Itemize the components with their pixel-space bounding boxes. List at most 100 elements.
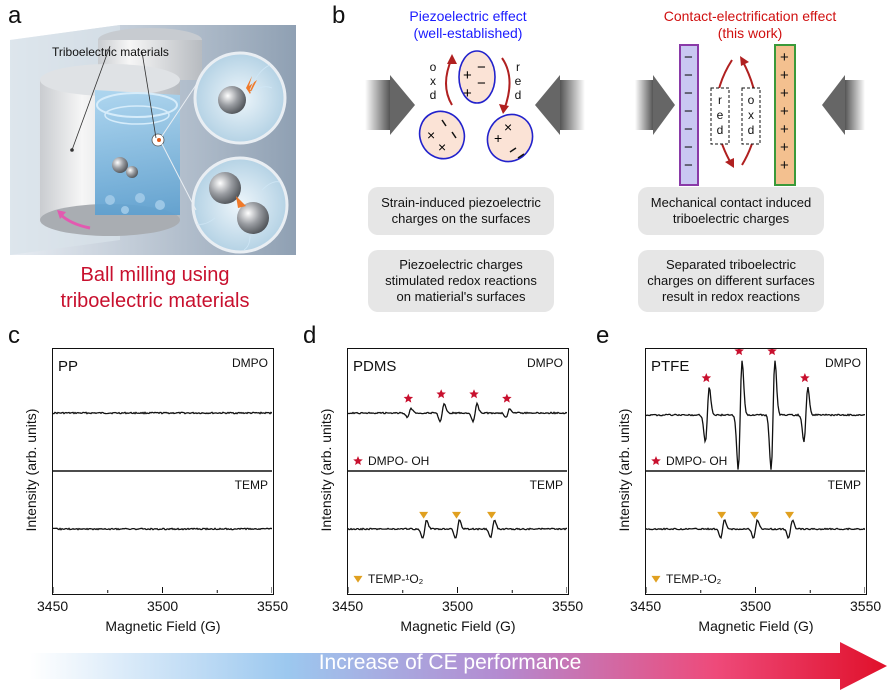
contact-title-line1: Contact-electrification effect: [663, 8, 837, 24]
svg-text:−: −: [684, 85, 693, 102]
panel-a-caption: Ball milling using triboelectric materia…: [20, 262, 290, 314]
svg-text:+: +: [780, 67, 789, 84]
panel-a-caption-line2: triboelectric materials: [60, 290, 250, 312]
piezo-title-line2: (well-established): [413, 25, 523, 41]
dmpo-oh-peak-marker: [767, 349, 777, 356]
svg-text:−: −: [684, 103, 693, 120]
xtick-e-3500: 3500: [740, 598, 772, 614]
dmpo-label-c: DMPO: [232, 356, 268, 370]
panel-letter-b: b: [332, 2, 346, 29]
dmpo-series-line: [53, 411, 272, 415]
svg-text:×: ×: [427, 127, 435, 143]
contact-box-1-line1: Mechanical contact induced: [650, 195, 812, 210]
temp-series-line: [646, 518, 865, 540]
contact-box-2-line3: result in redox reactions: [661, 289, 800, 304]
temp-o2-peak-marker: [717, 511, 727, 519]
dmpo-oh-peak-marker: [800, 373, 810, 383]
piezo-title: Piezoelectric effect (well-established): [388, 8, 548, 42]
svg-text:×: ×: [504, 119, 512, 135]
temp-label-e: TEMP: [828, 478, 861, 492]
dmpo-label-d: DMPO: [527, 356, 563, 370]
xtick-e-3550: 3550: [850, 598, 882, 614]
legend-dmpo-oh: DMPO- OH: [368, 454, 429, 468]
panel-letter-a: a: [8, 2, 22, 29]
ce-performance-arrow: [30, 642, 887, 690]
legend-triangle-icon: [353, 575, 363, 583]
svg-text:−: −: [684, 49, 693, 66]
svg-text:+: +: [780, 121, 789, 138]
svg-text:+: +: [780, 103, 789, 120]
dmpo-oh-peak-marker: [436, 389, 446, 399]
ylabel-c: Intensity (arb. units): [23, 408, 39, 532]
epr-plot-pdms: PDMS DMPO TEMP DMPO- OH TEMP-¹O₂: [347, 348, 569, 595]
xtick-c-3450: 3450: [37, 598, 69, 614]
epr-plot-pp: PP DMPO TEMP: [52, 348, 274, 595]
triboelectric-materials-callout: Triboelectric materials: [52, 45, 169, 59]
panel-letter-e: e: [596, 322, 610, 349]
dmpo-oh-peak-marker: [403, 393, 414, 403]
temp-o2-peak-marker: [487, 511, 497, 519]
piezo-title-line1: Piezoelectric effect: [409, 8, 527, 24]
xtick-c-3500: 3500: [147, 598, 179, 614]
contact-title-line2: (this work): [717, 25, 783, 41]
svg-text:+: +: [780, 139, 789, 156]
svg-text:−: −: [684, 139, 693, 156]
contact-box-1-line2: triboelectric charges: [672, 211, 790, 226]
xtick-d-3450: 3450: [332, 598, 364, 614]
xlabel-c: Magnetic Field (G): [105, 618, 221, 634]
legend-temp-o2: TEMP-¹O₂: [368, 572, 424, 586]
temp-series-line: [53, 527, 272, 531]
xlabel-e: Magnetic Field (G): [698, 618, 814, 634]
temp-o2-peak-marker: [452, 511, 461, 519]
temp-o2-peak-marker: [750, 511, 759, 519]
sample-label-d: PDMS: [353, 358, 396, 375]
dmpo-oh-peak-marker: [701, 373, 712, 383]
piezo-box-1-line2: charges on the surfaces: [391, 211, 531, 226]
dmpo-oh-peak-marker: [734, 349, 744, 356]
legend-star-icon: [651, 456, 661, 465]
piezo-box-2-line1: Piezoelectric charges: [399, 257, 523, 272]
svg-text:+: +: [463, 85, 472, 102]
dmpo-oh-peak-marker: [502, 393, 512, 403]
svg-text:−: −: [477, 59, 486, 76]
temp-series-line: [348, 519, 567, 539]
xtick-c-3550: 3550: [257, 598, 289, 614]
temp-label-d: TEMP: [530, 478, 563, 492]
piezo-box-1-line1: Strain-induced piezoelectric: [381, 195, 541, 210]
contact-box-2-line2: charges on different surfaces: [647, 273, 815, 288]
svg-text:+: +: [463, 67, 472, 84]
contact-title: Contact-electrification effect (this wor…: [635, 8, 865, 42]
ylabel-d: Intensity (arb. units): [318, 408, 334, 532]
legend-triangle-icon: [651, 575, 661, 583]
svg-text:−: −: [684, 67, 693, 84]
svg-text:−: −: [477, 75, 486, 92]
dmpo-label-e: DMPO: [825, 356, 861, 370]
ball-mill-illustration: [10, 25, 296, 255]
legend-star-icon: [353, 456, 363, 465]
xtick-d-3500: 3500: [442, 598, 474, 614]
epr-spectrum-c: PP DMPO TEMP: [53, 356, 272, 593]
svg-text:+: +: [494, 130, 502, 146]
svg-text:+: +: [780, 85, 789, 102]
panel-letter-d: d: [303, 322, 317, 349]
piezo-box-2-line2: stimulated redox reactions: [385, 273, 537, 288]
ce-performance-label: Increase of CE performance: [318, 651, 582, 674]
legend-temp-o2: TEMP-¹O₂: [666, 572, 722, 586]
epr-spectrum-d: PDMS DMPO TEMP DMPO- OH TEMP-¹O₂: [348, 356, 567, 593]
piezo-schematic: + − + − × × × +: [365, 50, 585, 163]
panel-a-caption-line1: Ball milling using: [80, 264, 230, 286]
temp-label-c: TEMP: [235, 478, 268, 492]
svg-text:+: +: [780, 157, 789, 174]
contact-box-2-line1: Separated triboelectric: [665, 257, 797, 272]
dmpo-series-line: [348, 401, 567, 424]
legend-dmpo-oh: DMPO- OH: [666, 454, 727, 468]
svg-text:−: −: [684, 157, 693, 174]
xtick-d-3550: 3550: [552, 598, 584, 614]
sample-label-c: PP: [58, 358, 78, 375]
